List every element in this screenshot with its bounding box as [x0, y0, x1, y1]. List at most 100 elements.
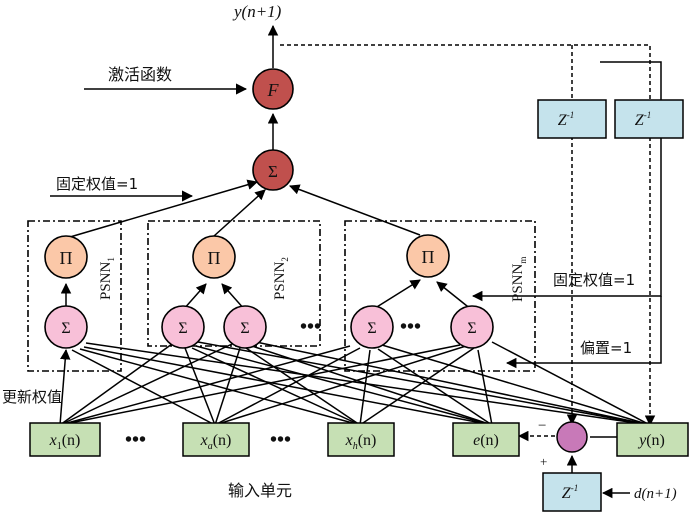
- input-arg: (n): [480, 432, 499, 449]
- plus-sign: +: [540, 454, 547, 469]
- input-box: [327, 422, 395, 457]
- sum-to-product-connections: [60, 279, 473, 311]
- delay-base: Z: [558, 112, 568, 129]
- output-label: y(n+1): [232, 2, 282, 21]
- sum-symbol: Σ: [178, 320, 187, 337]
- psnn-2-label: PSNN2: [272, 257, 290, 300]
- error-comparator: [556, 421, 588, 453]
- sum-node-circle: [350, 305, 394, 349]
- svg-text:PSNNm: PSNNm: [510, 257, 528, 302]
- input-arg: (n): [358, 432, 377, 449]
- delay-base: Z: [635, 112, 645, 129]
- delay-sup: -1: [644, 110, 652, 120]
- product-node-circle: [44, 235, 88, 279]
- input-box: [616, 422, 689, 457]
- input-arg: (n): [213, 432, 232, 449]
- delay-box: [614, 99, 684, 139]
- psnn-1-box: [27, 220, 122, 372]
- output-sum-node: Σ: [252, 149, 294, 191]
- input-box: [182, 422, 250, 457]
- input-box-e: e(n): [452, 422, 520, 457]
- input-sub: a: [208, 441, 213, 452]
- product-to-sum-connections: [69, 24, 421, 238]
- product-node-2: Π: [192, 235, 236, 279]
- delay-box-top-1: Z-1: [537, 99, 607, 139]
- delay-base: Z: [562, 485, 572, 502]
- product-symbol: Π: [208, 248, 221, 268]
- input-box-xh: xh(n): [327, 422, 395, 457]
- output-node-circle: [252, 68, 294, 110]
- psnn-label-base: PSNN: [272, 261, 288, 300]
- psnn-m-label: PSNNm: [510, 257, 528, 302]
- delay-sup: -1: [571, 483, 579, 493]
- input-box-y: y(n): [616, 422, 689, 457]
- sum-symbol: Σ: [367, 320, 376, 337]
- delay-box-top-2: Z-1: [614, 99, 684, 139]
- input-unit-label: 输入单元: [228, 481, 292, 500]
- delay-box: [537, 99, 607, 139]
- input-name: y: [637, 432, 647, 449]
- input-box: [29, 422, 101, 457]
- sum-symbol: Σ: [61, 320, 70, 337]
- ellipsis-sum-a: •••: [300, 316, 321, 338]
- output-sum-circle: [252, 149, 294, 191]
- input-arg: (n): [62, 432, 81, 449]
- minus-sign: −: [538, 418, 546, 434]
- svg-text:PSNN1: PSNN1: [98, 257, 116, 300]
- svg-text:x1(n): x1(n): [49, 432, 81, 452]
- delay-box-bottom: Z-1: [542, 472, 602, 512]
- psnn-label-base: PSNN: [98, 261, 114, 300]
- sum-node-circle: [161, 305, 205, 349]
- svg-text:Z-1: Z-1: [558, 110, 574, 129]
- delay-sup: -1: [567, 110, 575, 120]
- psnn-label-base: PSNN: [510, 263, 526, 302]
- input-name: x: [345, 432, 353, 449]
- input-name: x: [49, 432, 57, 449]
- product-symbol: Π: [422, 247, 435, 267]
- svg-text:Z-1: Z-1: [635, 110, 651, 129]
- psnn-label-sub: m: [518, 257, 528, 264]
- svg-text:xa(n): xa(n): [200, 432, 232, 452]
- sum-node-circle: [44, 305, 88, 349]
- sum-symbol: Σ: [467, 320, 476, 337]
- ellipsis-sum-b: •••: [400, 316, 421, 338]
- activation-node-label: F: [267, 80, 280, 100]
- input-box-x1: x1(n): [29, 422, 101, 457]
- sum-node-2a: Σ: [161, 305, 205, 349]
- sum-node-circle: [223, 305, 267, 349]
- svg-text:e(n): e(n): [473, 432, 499, 449]
- input-name: x: [200, 432, 208, 449]
- svg-text:PSNN2: PSNN2: [272, 257, 290, 300]
- sum-node-2b: Σ: [223, 305, 267, 349]
- psnn-2-box: [147, 220, 321, 347]
- output-sum-symbol: Σ: [268, 162, 278, 181]
- sum-node-circle: [450, 305, 494, 349]
- input-arg: (n): [646, 432, 665, 449]
- psnn-label-sub: 1: [106, 257, 116, 262]
- output-f-node: F: [252, 68, 294, 110]
- delay-box: [542, 472, 602, 512]
- bias-label: 偏置=1: [580, 339, 632, 357]
- svg-text:Z-1: Z-1: [562, 483, 578, 502]
- fixed-weight-right-label: 固定权值=1: [553, 271, 635, 289]
- product-node-circle: [406, 234, 450, 278]
- sum-node-mb: Σ: [450, 305, 494, 349]
- input-box-xa: xa(n): [182, 422, 250, 457]
- psnn-label-sub: 2: [280, 257, 290, 262]
- input-name: e: [473, 432, 480, 449]
- input-sub: h: [353, 441, 358, 452]
- product-symbol: Π: [60, 248, 73, 268]
- sum-node-ma: Σ: [350, 305, 394, 349]
- svg-text:y(n): y(n): [637, 432, 665, 449]
- sum-symbol: Σ: [240, 320, 249, 337]
- svg-text:xh(n): xh(n): [345, 432, 377, 452]
- product-node-circle: [192, 235, 236, 279]
- update-weights-label: 更新权值: [2, 388, 62, 406]
- activation-function-label: 激活函数: [108, 65, 172, 84]
- ellipsis-input-b: •••: [270, 429, 291, 451]
- sum-node-1: Σ: [44, 305, 88, 349]
- input-box: [452, 422, 520, 457]
- psnn-1-label: PSNN1: [98, 257, 116, 300]
- desired-output-label: d(n+1): [634, 486, 677, 502]
